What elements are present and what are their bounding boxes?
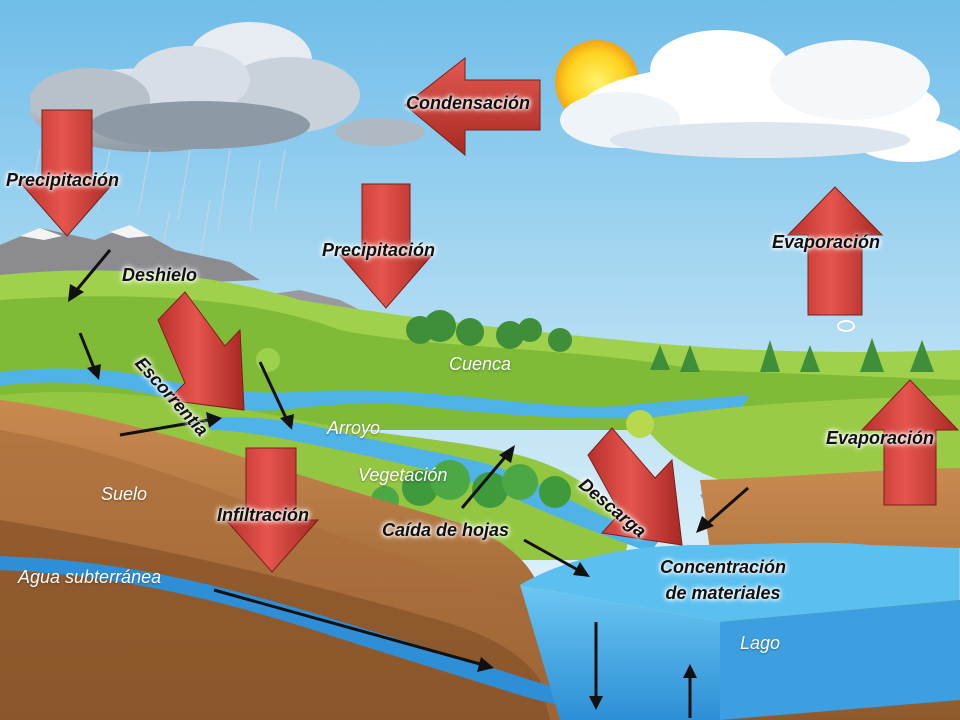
precipitation-arrow-left — [16, 109, 118, 237]
water-droplet — [837, 320, 855, 332]
flow-arrows — [68, 249, 749, 718]
label-precipitation-left: Precipitación — [6, 170, 120, 190]
label-condensation: Condensación — [406, 93, 531, 113]
white-cloud — [560, 30, 960, 162]
label-material-concentration-line1: Concentración — [659, 557, 787, 577]
lake — [520, 542, 960, 720]
label-stream: Arroyo — [327, 418, 381, 438]
vegetation-trees — [256, 348, 654, 514]
discharge-arrow — [587, 427, 683, 546]
precipitation-arrow-center — [338, 183, 434, 309]
label-precipitation-center: Precipitación — [322, 240, 436, 260]
label-lake: Lago — [740, 633, 781, 653]
label-material-concentration-line2: de materiales — [665, 583, 781, 603]
label-leaf-fall: Caída de hojas — [382, 520, 510, 540]
label-soil: Suelo — [101, 484, 148, 504]
groundwater — [0, 556, 640, 716]
label-snowmelt: Deshielo — [122, 265, 198, 285]
evaporation-arrow-top — [786, 186, 884, 316]
label-material-concentration: Concentración de materiales — [648, 554, 798, 606]
evaporation-arrow-right — [860, 379, 960, 506]
label-groundwater: Agua subterránea — [18, 567, 162, 587]
label-evaporation-top: Evaporación — [772, 232, 881, 252]
label-vegetation: Vegetación — [358, 465, 448, 485]
condensation-arrow — [404, 56, 541, 157]
soil-deep — [0, 520, 550, 720]
infiltration-arrow — [224, 447, 320, 573]
forest — [406, 310, 934, 372]
label-basin: Cuenca — [449, 354, 512, 374]
small-cloud — [335, 118, 425, 146]
arroyo-stream — [210, 417, 660, 552]
river — [0, 368, 750, 419]
process-arrows — [16, 56, 960, 573]
label-evaporation-right: Evaporación — [826, 428, 935, 448]
label-infiltration: Infiltración — [217, 505, 310, 525]
runoff-arrow — [157, 291, 245, 411]
